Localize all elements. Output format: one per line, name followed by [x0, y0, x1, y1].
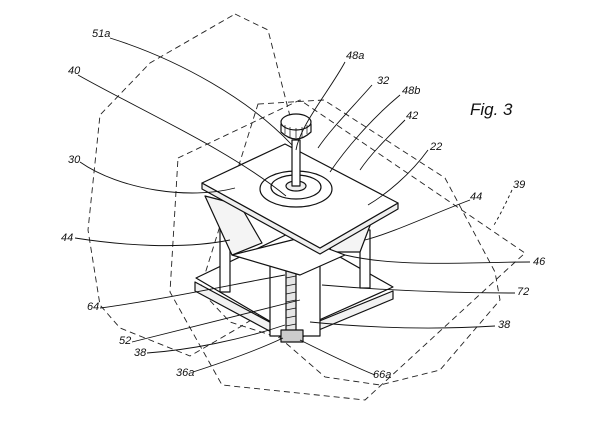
leader-46 [344, 254, 531, 264]
leader-48b [329, 94, 401, 173]
screw-foot [280, 329, 304, 343]
label-48b: 48b [402, 85, 421, 97]
dashed-outline-outer [87, 13, 306, 357]
dashed-boundaries [87, 13, 526, 401]
leader-66a [299, 339, 376, 376]
label-36a: 36a [176, 367, 195, 379]
label-38-right: 38 [498, 319, 511, 331]
label-42: 42 [406, 110, 419, 122]
label-38-left: 38 [134, 347, 147, 359]
label-51a: 51a [92, 28, 111, 40]
label-32: 32 [377, 75, 390, 87]
label-30: 30 [68, 154, 81, 166]
label-46: 46 [533, 256, 546, 268]
leader-40 [77, 74, 287, 197]
leader-42 [359, 119, 406, 171]
figure-title: Fig. 3 [470, 100, 513, 119]
leader-44-right [364, 199, 471, 241]
label-48a: 48a [346, 50, 365, 62]
leader-64 [99, 274, 286, 309]
label-22: 22 [430, 141, 443, 153]
leader-38-left [146, 324, 286, 354]
label-44-left: 44 [61, 232, 74, 244]
leader-48a [295, 61, 346, 151]
leader-32 [317, 84, 373, 149]
label-40: 40 [68, 65, 81, 77]
leader-30 [79, 161, 236, 194]
leader-lines [74, 37, 531, 376]
leader-72 [321, 284, 516, 294]
label-39: 39 [513, 179, 526, 191]
dashed-plane [169, 99, 526, 401]
label-64: 64 [87, 301, 100, 313]
leader-36a [192, 337, 284, 373]
stick-shaft [291, 139, 301, 187]
leader-22 [367, 149, 429, 206]
label-44-right: 44 [470, 191, 483, 203]
leader-52 [131, 299, 301, 343]
stick-knob-top [280, 113, 312, 131]
leader-39 [493, 189, 513, 226]
label-72: 72 [517, 286, 530, 298]
leader-38-right [309, 321, 496, 329]
label-52: 52 [119, 335, 132, 347]
leader-51a [109, 37, 293, 146]
leader-44-left [74, 237, 231, 247]
device [194, 113, 399, 343]
label-66a: 66a [373, 369, 392, 381]
dashed-outline-right [199, 99, 501, 386]
